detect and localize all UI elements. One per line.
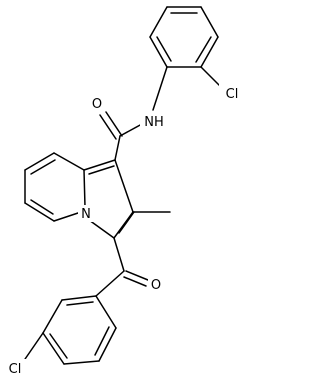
bond-c-cl-bottom xyxy=(22,332,44,363)
atom-cl-bottom: Cl xyxy=(9,362,22,377)
atom-n-ring: N xyxy=(81,207,91,222)
atom-nh: NH xyxy=(144,115,164,130)
atom-o-ketone: O xyxy=(151,278,161,293)
chlorophenyl-ring-bottom xyxy=(42,295,117,365)
molecule-diagram: Cl NH O N O Cl xyxy=(8,6,239,377)
indolizine-six-ring xyxy=(24,152,85,222)
indolizine-five-ring xyxy=(83,159,135,239)
bond-carbonyl-ring xyxy=(95,270,125,297)
bond-carbonyl-c1 xyxy=(114,135,121,161)
bond-c3-carbonyl xyxy=(113,237,125,272)
atom-o-amide: O xyxy=(92,97,102,112)
bond-ketone-o xyxy=(125,270,149,281)
atom-cl-top: Cl xyxy=(226,87,239,102)
chlorophenyl-ring-top xyxy=(149,6,219,68)
bond-carbonyl-o xyxy=(105,111,123,137)
bond-ring-nh xyxy=(152,66,168,111)
structure-svg: Cl NH O N O Cl xyxy=(8,6,239,377)
bond-nh-carbonyl xyxy=(119,123,143,137)
